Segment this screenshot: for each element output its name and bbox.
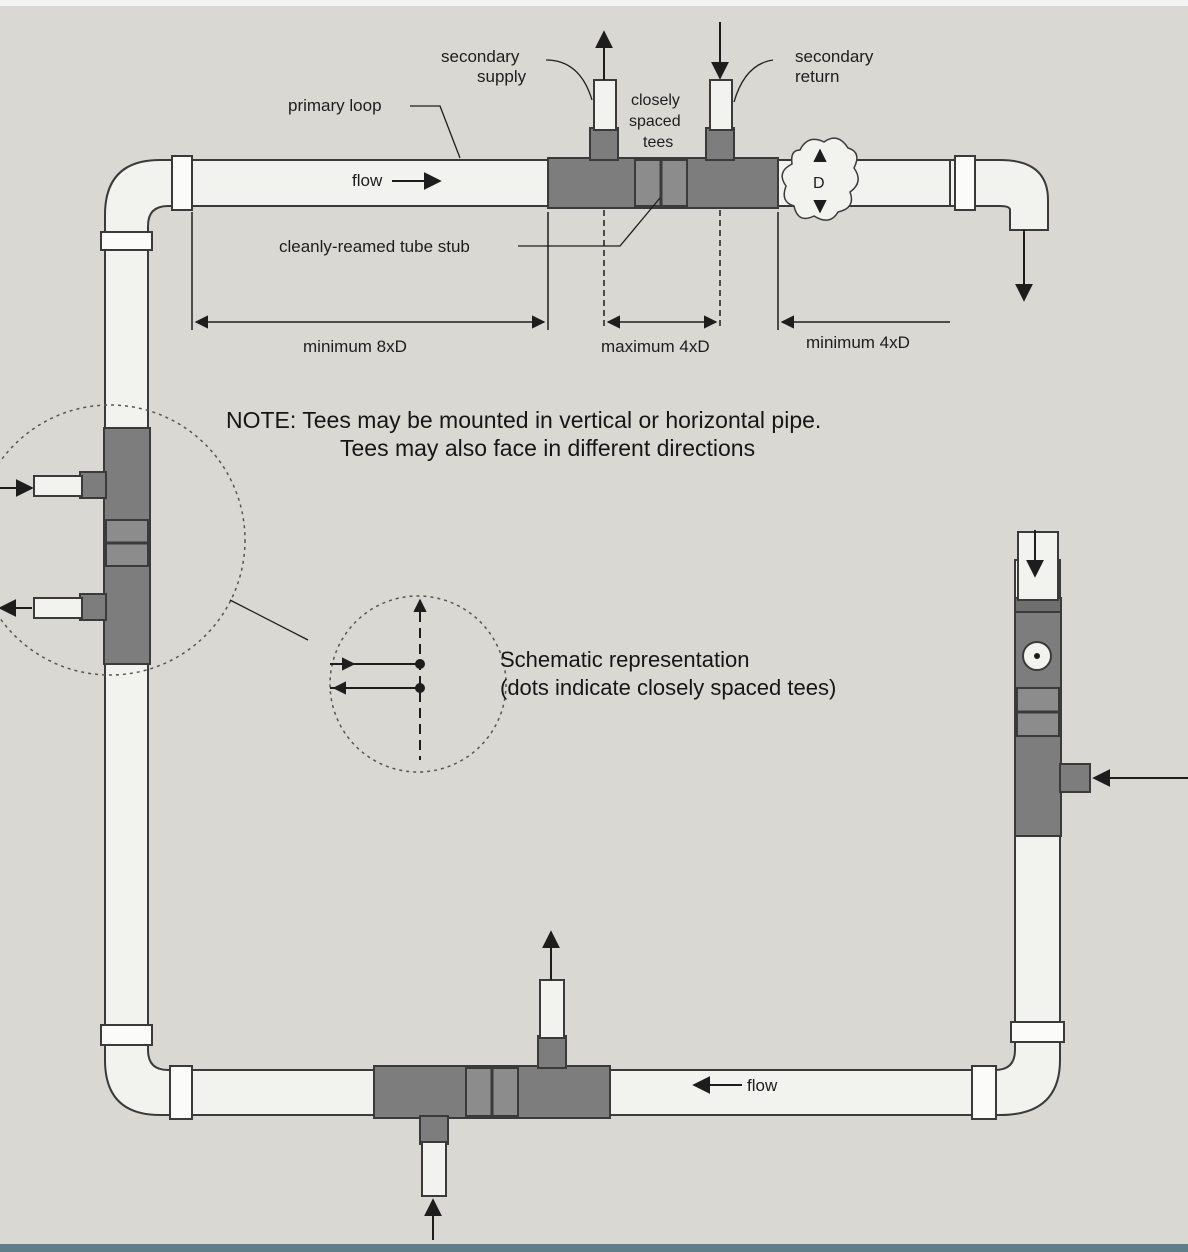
maximum-4xd-label: maximum 4xD <box>601 337 710 356</box>
tube-stub-label: cleanly-reamed tube stub <box>279 237 470 256</box>
right-closely-spaced-tees <box>1014 530 1188 837</box>
schematic-label-line1: Schematic representation <box>500 647 749 672</box>
note-line-2: Tees may also face in different directio… <box>340 435 755 461</box>
primary-loop-label: primary loop <box>288 96 382 115</box>
top-edge <box>0 0 1188 6</box>
closely-spaced-tees-label-line2: spaced <box>629 113 681 130</box>
flow-label-bottom: flow <box>747 1076 778 1095</box>
minimum-8xd-label: minimum 8xD <box>303 337 407 356</box>
closely-spaced-tees-label-line3: tees <box>643 134 673 151</box>
tee-dot <box>415 683 425 693</box>
top-closely-spaced-tees <box>547 22 779 209</box>
minimum-4xd-label: minimum 4xD <box>806 333 910 352</box>
note-line-1: NOTE: Tees may be mounted in vertical or… <box>226 407 821 433</box>
secondary-return-label-line2: return <box>795 67 839 86</box>
bottom-closely-spaced-tees <box>373 930 611 1240</box>
left-tees-callout-circle <box>0 404 246 676</box>
diameter-label: D <box>813 175 825 192</box>
diameter-indicator: D <box>781 137 859 221</box>
secondary-supply-label-line2: supply <box>477 67 527 86</box>
tee-dot <box>415 659 425 669</box>
secondary-return-label-line1: secondary <box>795 47 874 66</box>
schematic-label-line2: (dots indicate closely spaced tees) <box>500 675 836 700</box>
closely-spaced-tees-label-line1: closely <box>631 92 680 109</box>
secondary-supply-label-line1: secondary <box>441 47 520 66</box>
bottom-strip <box>0 1244 1188 1252</box>
dimension-lines <box>191 210 950 330</box>
flow-label-top: flow <box>352 171 383 190</box>
left-closely-spaced-tees <box>0 427 151 665</box>
leader-lines <box>229 59 774 641</box>
schematic-callout <box>329 595 507 773</box>
pipe-couplings <box>100 155 1065 1120</box>
